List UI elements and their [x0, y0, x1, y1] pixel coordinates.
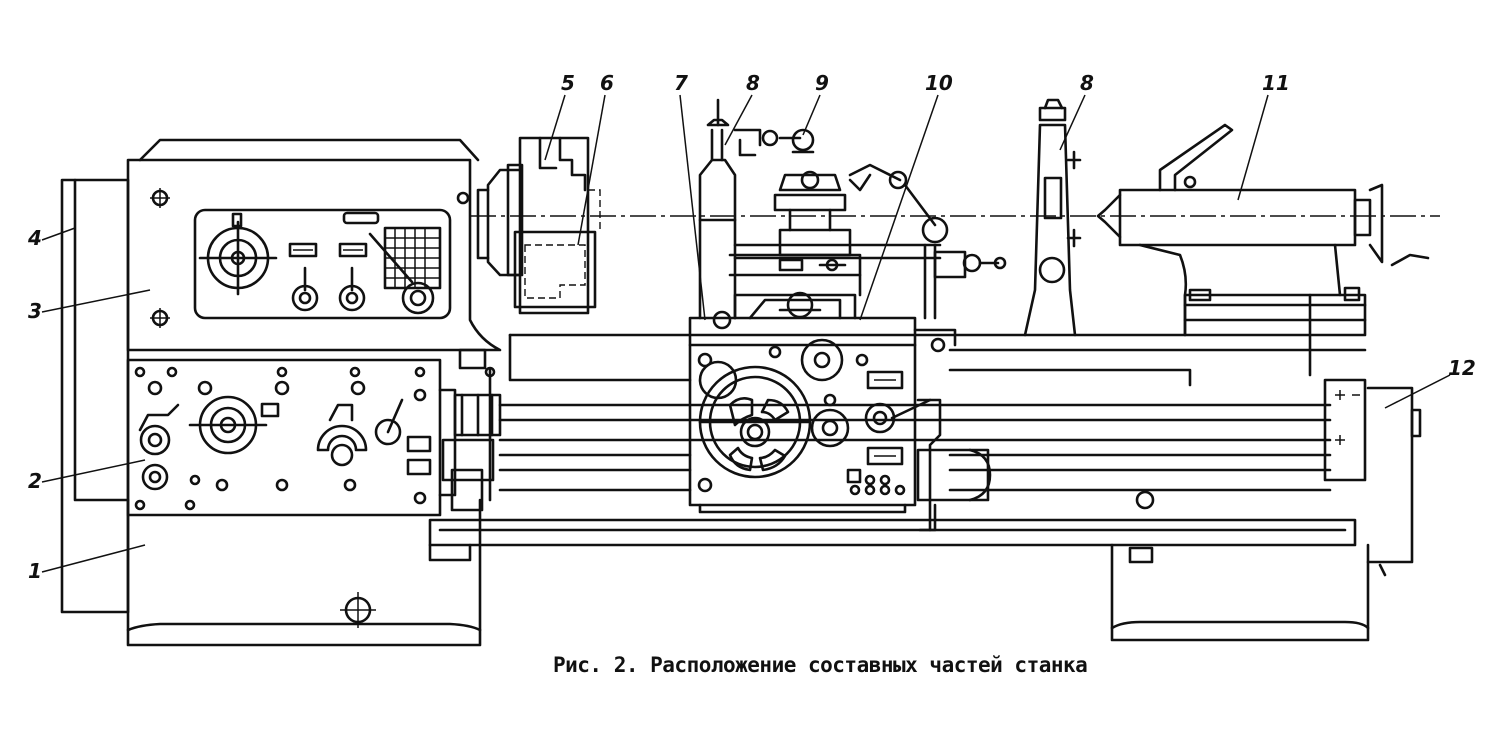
callout-1-label-pedestal: 1	[28, 559, 42, 583]
leader-6	[577, 94, 606, 246]
callout-3-label: 3	[28, 299, 42, 323]
callout-12-label: 12	[1448, 356, 1476, 380]
callout-2-label: 2	[28, 469, 42, 493]
callout-8-left-label: 8	[746, 71, 760, 95]
leader-8-right	[1059, 94, 1086, 151]
right-pedestal	[1110, 378, 1422, 642]
callout-5-label: 5	[561, 71, 575, 95]
leader-9	[802, 94, 821, 136]
leader-8-left	[724, 94, 753, 146]
left-pedestal	[60, 178, 482, 647]
callout-10-label: 10	[925, 71, 953, 95]
leader-lines	[41, 94, 1451, 573]
callout-9-label: 9	[815, 71, 829, 95]
callout-7-label: 7	[674, 71, 688, 95]
leader-11	[1237, 94, 1269, 201]
leader-1	[41, 544, 146, 573]
chuck-guard	[513, 230, 597, 309]
leader-10	[859, 94, 939, 321]
carriage	[698, 98, 1007, 320]
headstock	[126, 138, 522, 352]
leader-12	[1384, 374, 1451, 409]
leader-2	[41, 459, 146, 483]
callout-8-right-label: 8	[1080, 71, 1094, 95]
leader-7	[679, 94, 706, 321]
callout-11-label: 11	[1262, 71, 1290, 95]
callout-1-label: 4	[27, 226, 42, 250]
lathe-bed	[428, 286, 1367, 562]
callout-6-label: 6	[600, 71, 614, 95]
tailstock	[1096, 123, 1430, 337]
leader-4	[41, 227, 76, 241]
figure-caption: Рис. 2. Расположение составных частей ст…	[553, 653, 1088, 677]
apron	[688, 310, 992, 532]
chuck	[506, 136, 601, 315]
leader-5	[544, 94, 566, 161]
callout-labels: 4 3 2 1 5 6 7 8 9 10 8 11 12	[27, 71, 1476, 583]
feed-gearbox	[126, 358, 457, 517]
leader-3	[41, 289, 151, 313]
rear-motor-housing	[73, 178, 130, 502]
steady-rest	[1023, 98, 1082, 337]
